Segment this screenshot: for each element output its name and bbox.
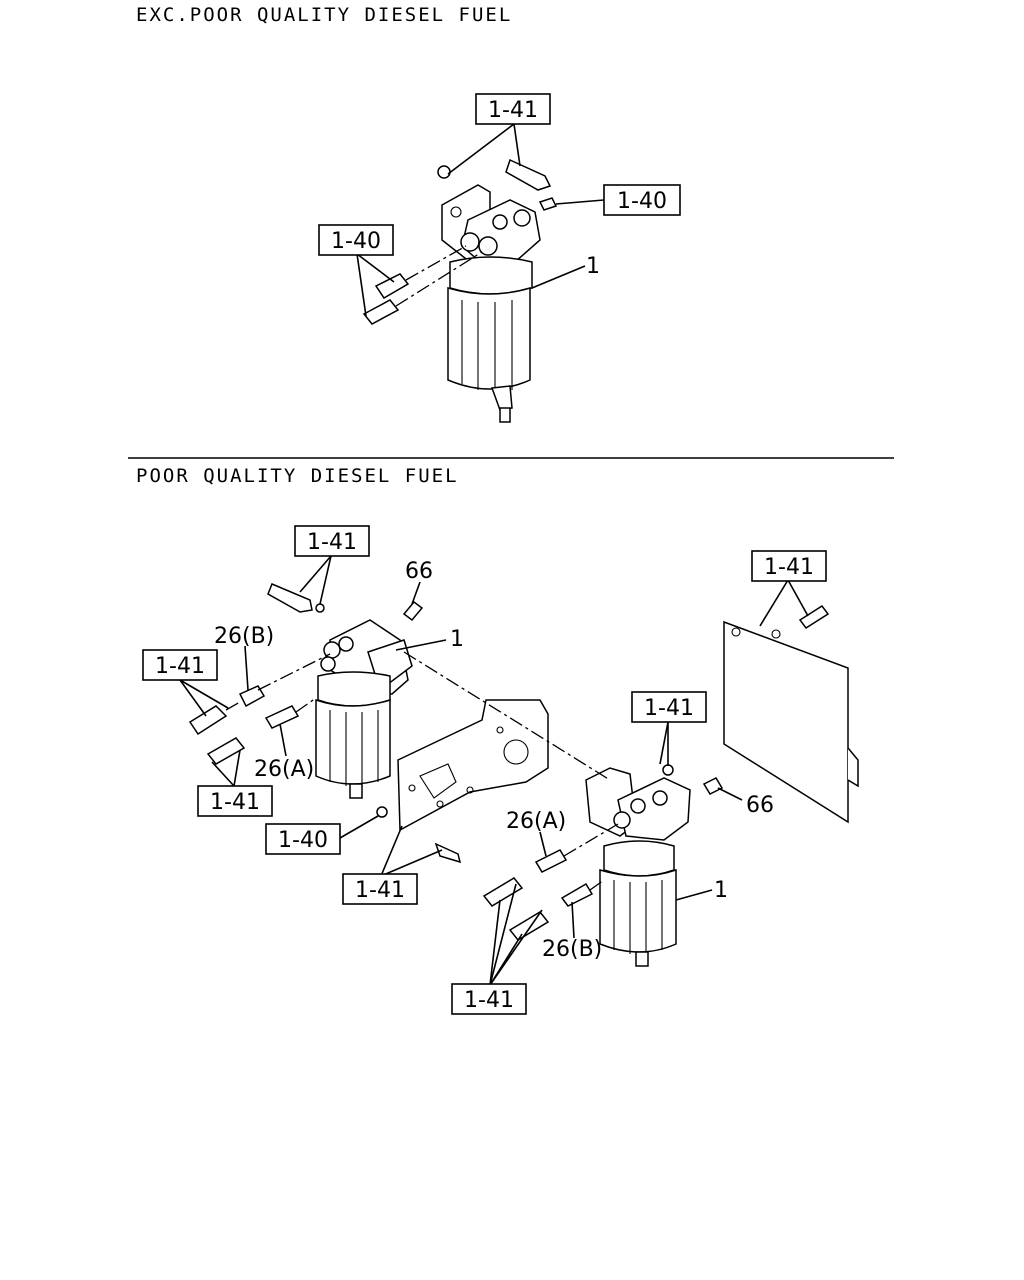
assembly-connector-line	[403, 651, 611, 781]
ref-box-1-41-bracket: 1-41	[342, 873, 418, 905]
part-number-1-top: 1	[586, 254, 600, 279]
svg-text:1-41: 1-41	[464, 988, 514, 1013]
ref-box-1-41-bottom: 1-41	[451, 983, 527, 1015]
ref-box-1-41-top: 1-41	[475, 93, 551, 125]
part-number-26b-right: 26(B)	[542, 937, 602, 962]
part-number-1-right: 1	[714, 878, 728, 903]
ref-box-1-40-left: 1-40	[318, 224, 394, 256]
bolt-1-41	[434, 842, 462, 864]
ref-box-1-41-left-lower: 1-41	[197, 785, 273, 817]
part-number-66-right: 66	[746, 793, 774, 818]
part-number-26b-left: 26(B)	[214, 624, 274, 649]
svg-text:1-41: 1-41	[488, 98, 538, 123]
svg-text:1-40: 1-40	[278, 828, 328, 853]
section-title-exc-poor-quality: EXC.POOR QUALITY DIESEL FUEL	[136, 4, 512, 26]
svg-text:1-41: 1-41	[355, 878, 405, 903]
ref-box-1-41-left: 1-41	[142, 649, 218, 681]
svg-text:1-40: 1-40	[617, 189, 667, 214]
ref-box-1-40-bottom: 1-40	[265, 823, 341, 855]
ref-box-1-41-right-mid: 1-41	[631, 691, 707, 723]
part-number-66-left: 66	[405, 559, 433, 584]
engine-panel	[723, 604, 859, 824]
svg-text:1-40: 1-40	[331, 229, 381, 254]
section-title-poor-quality: POOR QUALITY DIESEL FUEL	[136, 465, 459, 487]
part-number-1-left: 1	[450, 627, 464, 652]
ref-box-1-41-top-left: 1-41	[294, 525, 370, 557]
nut-1-40	[376, 806, 388, 818]
right-fuel-filter-assembly	[482, 764, 724, 967]
part-number-26a-right: 26(A)	[506, 809, 566, 834]
leader-lines	[179, 555, 809, 986]
svg-text:1-41: 1-41	[644, 696, 694, 721]
ref-box-1-41-far-right: 1-41	[751, 550, 827, 582]
svg-text:1-41: 1-41	[155, 654, 205, 679]
svg-text:1-41: 1-41	[210, 790, 260, 815]
svg-text:1-41: 1-41	[764, 555, 814, 580]
part-number-26a-left: 26(A)	[254, 757, 314, 782]
svg-text:1-41: 1-41	[307, 530, 357, 555]
top-fuel-filter-assembly	[356, 123, 605, 423]
left-fuel-filter-assembly	[188, 583, 424, 799]
ref-box-1-40-right: 1-40	[603, 184, 681, 216]
